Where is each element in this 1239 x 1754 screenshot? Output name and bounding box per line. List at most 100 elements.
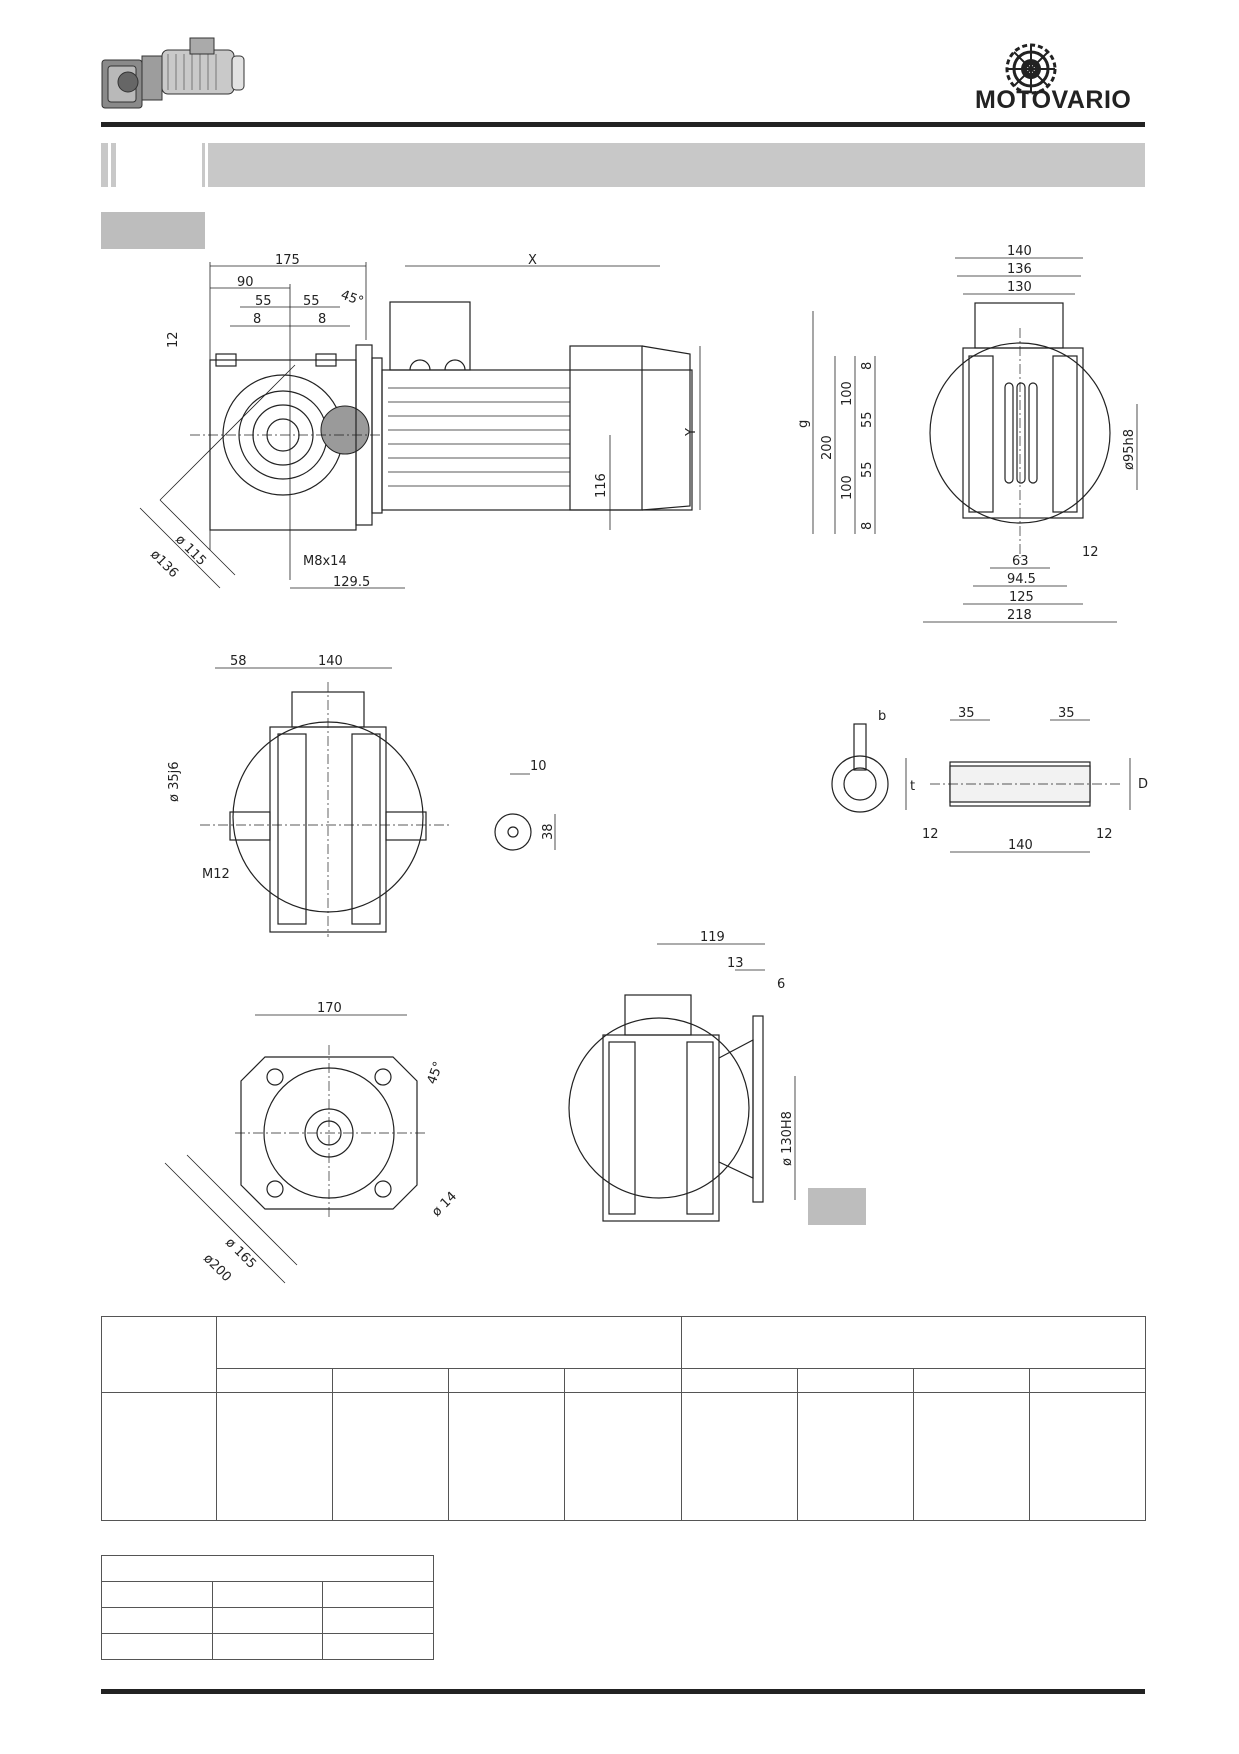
table-sub-header [564,1368,682,1393]
table-group-header-b [680,1316,1146,1369]
dim-thread-m8x14: M8x14 [303,554,347,569]
table-cell [564,1392,682,1521]
dim-200: 200 [820,435,835,460]
dim-55b: 55 [860,461,875,478]
dim-116: 116 [594,473,609,498]
table-cell [680,1392,798,1521]
dim-8a: 8 [860,362,875,370]
dim-g: g [796,420,811,428]
table-sub-header [448,1368,566,1393]
table-cell [211,1581,324,1608]
table-cell [215,1392,334,1521]
dim-d: D [1138,777,1148,792]
gearmotor-thumbnail-icon [101,37,245,109]
dim-35a: 35 [958,706,975,721]
table-cell [322,1607,434,1634]
dim-13: 13 [727,956,744,971]
dim-dia95: ø95h8 [1122,429,1137,470]
dim-8a: 8 [253,312,261,327]
dim-angle45: 45° [425,1060,447,1087]
flange-side-drawing: 119 13 6 ø 130H8 [568,930,796,1222]
flange-face-drawing: 170 45° ø 165 ø200 ø 14 [164,1001,460,1285]
dim-12: 12 [1082,545,1099,560]
table-cell [1028,1392,1147,1521]
footer-rule [101,1689,1145,1694]
dim-thread-m12: M12 [202,867,230,882]
table-group-header-a [216,1316,682,1369]
dim-130: 130 [1007,280,1032,295]
table-cell [322,1581,434,1608]
dim-58: 58 [230,654,247,669]
dim-140: 140 [318,654,343,669]
header-rule [101,122,1145,127]
dim-170: 170 [317,1001,342,1016]
table-header-cell [101,1316,217,1393]
dim-35b: 35 [1058,706,1075,721]
dim-dia115: ø 115 [172,532,209,569]
secondary-table [101,1555,434,1660]
dim-dia35: ø 35j6 [167,761,182,802]
dim-100b: 100 [840,475,855,500]
dim-dia165: ø 165 [222,1235,259,1272]
dim-100a: 100 [840,381,855,406]
dim-8b: 8 [860,522,875,530]
table-cell [912,1392,1030,1521]
dim-dia200: ø200 [200,1251,234,1285]
dim-55a: 55 [255,294,272,309]
table-cell [101,1607,213,1634]
dim-129-5: 129.5 [333,575,370,590]
table-cell [101,1555,434,1582]
table-cell [101,1633,213,1660]
dim-38: 38 [541,823,556,840]
dim-t: t [910,779,915,794]
dim-x: X [528,253,537,268]
dim-140: 140 [1008,838,1033,853]
dim-10: 10 [530,759,547,774]
dim-12: 12 [166,331,181,348]
dim-dia136: ø136 [147,547,181,581]
side-view-drawing: 175 90 55 55 8 8 45° 12 ø 115 ø136 M8x14… [139,253,701,590]
dim-218: 218 [1007,608,1032,623]
table-sub-header [1028,1368,1147,1393]
section-title-band [101,143,1145,187]
table-sub-header [332,1368,450,1393]
dim-dia130: ø 130H8 [780,1111,795,1166]
table-cell [211,1633,324,1660]
dim-119: 119 [700,930,725,945]
dim-y: Y [684,428,699,437]
dim-90: 90 [237,275,254,290]
table-sub-header [215,1368,334,1393]
shaft-view-drawing: 58 140 ø 35j6 M12 [167,654,450,937]
dim-136: 136 [1007,262,1032,277]
brand-logo-text: MOTOVARIO [975,86,1132,114]
table-cell [332,1392,450,1521]
dim-dia14: ø 14 [429,1189,460,1220]
table-cell [211,1607,324,1634]
dim-175: 175 [275,253,300,268]
dim-94-5: 94.5 [1007,572,1036,587]
table-sub-header [680,1368,798,1393]
dim-b: b [878,709,886,724]
table-cell [322,1633,434,1660]
dim-angle45: 45° [339,288,366,310]
section-subtitle-tag [101,212,205,249]
table-cell [448,1392,566,1521]
dim-55a: 55 [860,411,875,428]
dim-8b: 8 [318,312,326,327]
table-sub-header [912,1368,1030,1393]
dim-6: 6 [777,977,785,992]
dim-12a: 12 [922,827,939,842]
dim-63: 63 [1012,554,1029,569]
front-view-drawing: 140 136 130 g 200 100 100 8 55 55 8 ø95h… [796,244,1138,623]
table-sub-header [796,1368,914,1393]
dim-55b: 55 [303,294,320,309]
hollow-shaft-drawing: b t 35 35 D 12 12 140 [831,706,1148,853]
key-detail-drawing: 10 38 [494,759,556,851]
dim-12b: 12 [1096,827,1113,842]
table-cell [796,1392,914,1521]
motovario-emblem-icon [1005,43,1057,95]
flange-option-tag [808,1188,866,1225]
dim-125: 125 [1009,590,1034,605]
dim-140: 140 [1007,244,1032,259]
dimension-table [101,1316,1147,1521]
